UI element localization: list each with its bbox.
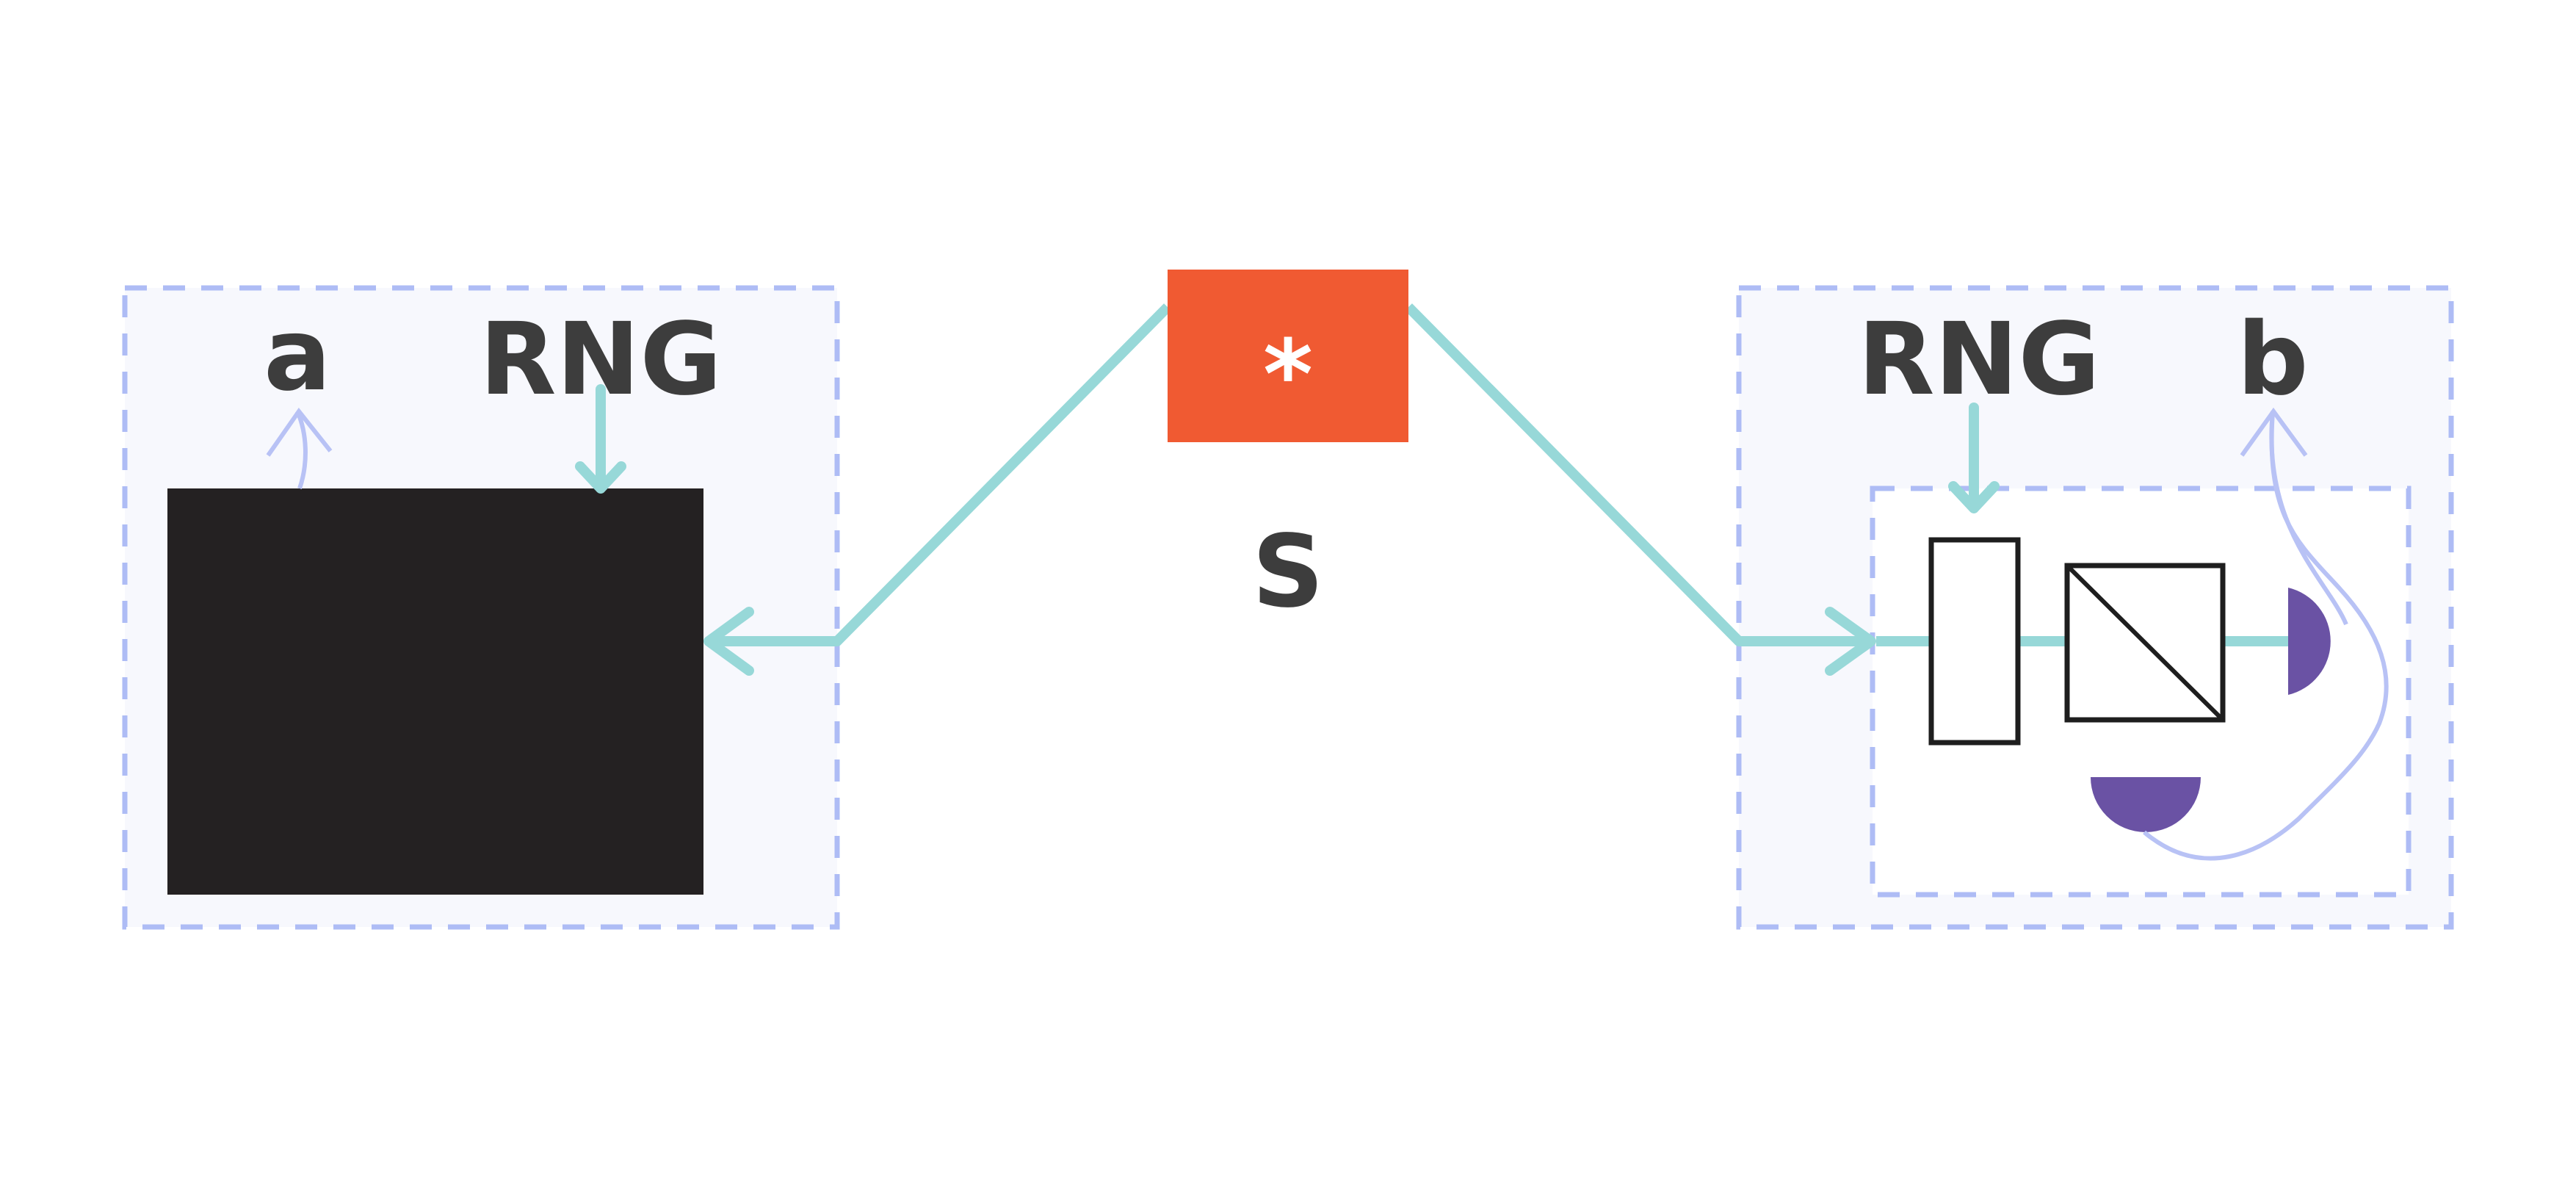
detector-bottom-wire xyxy=(2143,411,2389,861)
source-box xyxy=(1168,270,1408,442)
alice-output-wire xyxy=(295,410,308,489)
channel-to-bob-arrowhead xyxy=(1825,607,1876,676)
channel-to-alice xyxy=(709,303,1171,646)
bob-rng-label: RNG xyxy=(1858,302,2100,418)
detector-bottom-icon xyxy=(2091,777,2201,832)
bob-output-arrowhead xyxy=(2240,407,2308,457)
detector-right-icon xyxy=(2288,588,2331,695)
source: * S xyxy=(1168,270,1408,630)
channel-to-bob xyxy=(1405,303,1871,646)
beam-splitter-icon xyxy=(2064,563,2226,723)
channel-to-alice-arrowhead xyxy=(703,607,754,676)
alice-black-box xyxy=(167,488,703,895)
bob-rng-arrowhead xyxy=(1948,481,2000,513)
alice-output-label: a xyxy=(264,297,331,414)
bob-lab: RNG b xyxy=(1736,285,2454,930)
source-label: S xyxy=(1252,514,1324,630)
asterisk-source-icon: * xyxy=(1263,319,1313,430)
alice-rng-label: RNG xyxy=(480,302,722,418)
alice-output-arrowhead xyxy=(266,407,333,457)
alice-rng-arrowhead xyxy=(575,461,626,494)
alice-lab: a RNG xyxy=(122,285,840,930)
phase-modulator-icon xyxy=(1928,537,2021,746)
quantum-channels xyxy=(703,303,1876,676)
bob-output-label: b xyxy=(2237,302,2308,418)
